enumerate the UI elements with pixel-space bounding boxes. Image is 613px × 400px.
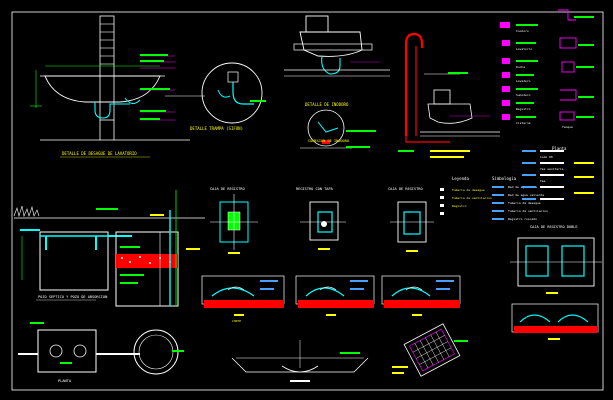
legend-item-2: Tuberia de ventilacion bbox=[452, 196, 492, 200]
vent-pipe-wc bbox=[398, 32, 500, 158]
trap-detail-title: DETALLE TRAMPA (SIFON) bbox=[190, 126, 243, 131]
fixture-label-3: Ducha bbox=[516, 65, 525, 69]
plan-symbols: Planta Codo 90 Yee sanitaria Tee bbox=[522, 146, 594, 200]
fixture-label-7: Cisterna bbox=[516, 121, 531, 125]
septic-tank-plan: PLANTA bbox=[18, 322, 184, 383]
plan-title: PLANTA bbox=[58, 379, 72, 383]
section-strip-3 bbox=[381, 275, 461, 316]
sink-drain-detail: DETALLE DE DESAGUE DE LAVATORIO bbox=[30, 15, 205, 158]
symbol-item-8: Tee bbox=[540, 179, 546, 183]
registration-box-3: CAJA DE REGISTRO bbox=[388, 187, 434, 252]
trap-detail: DETALLE TRAMPA (SIFON) bbox=[190, 62, 266, 131]
sink-detail-title: DETALLE DE DESAGUE DE LAVATORIO bbox=[62, 151, 137, 156]
symbol-item-7: Yee sanitaria bbox=[540, 167, 564, 171]
registration-box-2: REGISTRO CON TAPA bbox=[296, 187, 346, 250]
fixture-label-8: Tanque bbox=[562, 125, 573, 129]
symbols-title: Simbologia bbox=[492, 176, 517, 181]
fixture-label-5: Sumidero bbox=[516, 93, 531, 97]
reg-box-2-title: REGISTRO CON TAPA bbox=[296, 187, 334, 191]
section-strip-2 bbox=[295, 275, 375, 316]
septic-tank-title: POZO SEPTICO Y POZO DE ABSORCION bbox=[38, 295, 107, 299]
reg-box-3-title: CAJA DE REGISTRO bbox=[388, 187, 423, 191]
reg-box-1-title: CAJA DE REGISTRO bbox=[210, 187, 245, 191]
symbol-item-6: Codo 90 bbox=[540, 155, 553, 159]
legend-item-3: Registro bbox=[452, 204, 467, 208]
double-registration-box: CAJA DE REGISTRO DOBLE bbox=[510, 225, 602, 340]
legend-title: Leyenda bbox=[452, 176, 469, 181]
registration-box-1: CAJA DE REGISTRO bbox=[210, 187, 258, 254]
plan-section-title: Planta bbox=[552, 146, 567, 151]
fixture-label-1: Inodoro bbox=[516, 29, 529, 33]
tilted-grid-detail bbox=[392, 323, 468, 377]
fixture-label-6: Registro bbox=[516, 107, 531, 111]
fixture-symbols: Inodoro Lavatorio Ducha Lavadero Sumider… bbox=[500, 9, 594, 129]
section-1-label: CORTE bbox=[232, 319, 241, 323]
fixture-label-4: Lavadero bbox=[516, 79, 531, 83]
symbol-item-4: Tuberia de ventilacion bbox=[508, 209, 548, 213]
wc-connection-title: CONEXION DE INODORO bbox=[308, 139, 349, 143]
double-box-title: CAJA DE REGISTRO DOBLE bbox=[530, 225, 578, 229]
sheet-frame bbox=[11, 11, 604, 391]
symbol-item-2: Red de agua caliente bbox=[508, 193, 544, 197]
symbol-item-5: Registro roscado bbox=[508, 217, 537, 221]
septic-tank-section: POZO SEPTICO Y POZO DE ABSORCION bbox=[13, 190, 205, 307]
section-strip-1: CORTE bbox=[201, 275, 285, 323]
fixture-label-2: Lavatorio bbox=[516, 47, 532, 51]
symbol-item-3: Tuberia de desague bbox=[508, 201, 541, 205]
wc-detail: DETALLE DE INODORO CONEXION DE INODORO bbox=[284, 15, 390, 149]
wc-detail-title: DETALLE DE INODORO bbox=[305, 102, 349, 107]
legend-item-1: Tuberia de desague bbox=[452, 188, 485, 192]
trench-section bbox=[231, 340, 369, 382]
legend-block: Leyenda Tuberia de desague Tuberia de ve… bbox=[440, 176, 492, 215]
